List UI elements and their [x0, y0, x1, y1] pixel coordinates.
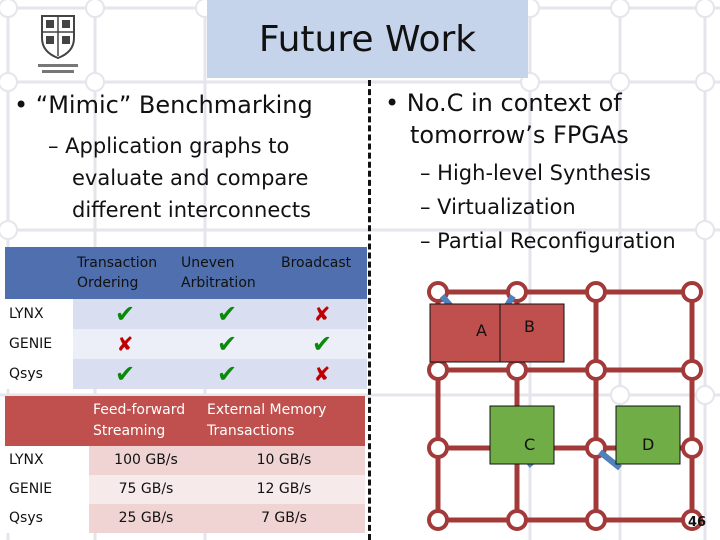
- mark-cell: ✔: [177, 299, 277, 329]
- header-transaction-ordering: Transaction Ordering: [73, 247, 177, 299]
- throughput-table: Feed-forward Streaming External Memory T…: [5, 396, 365, 533]
- mesh-routers: [427, 281, 703, 531]
- mark-cell: ✔: [177, 329, 277, 359]
- table-row: LYNX ✔ ✔ ✘: [5, 299, 367, 329]
- left-sub-line-2: evaluate and compare: [72, 166, 309, 190]
- check-icon: ✔: [216, 329, 238, 358]
- table-row: Qsys ✔ ✔ ✘: [5, 359, 367, 389]
- right-sub-item-3: – Partial Reconfiguration: [420, 229, 676, 253]
- node-c-label: C: [524, 435, 535, 454]
- node-a-label: A: [476, 321, 487, 340]
- table-row: Qsys 25 GB/s 7 GB/s: [5, 504, 365, 533]
- node-b-box: [499, 303, 565, 363]
- node-c-box: [489, 405, 555, 465]
- right-sub-item-1: – High-level Synthesis: [420, 161, 651, 185]
- streaming-value: 25 GB/s: [89, 504, 203, 533]
- mark-cell: ✘: [277, 299, 367, 329]
- mark-cell: ✔: [73, 299, 177, 329]
- node-d-label: D: [642, 435, 654, 454]
- right-bullet-line-2: tomorrow’s FPGAs: [410, 121, 629, 149]
- page-number: 46: [688, 515, 707, 530]
- node-d-box: [615, 405, 681, 465]
- table-row: GENIE ✘ ✔ ✔: [5, 329, 367, 359]
- check-icon: ✔: [114, 359, 136, 388]
- memory-value: 12 GB/s: [203, 475, 365, 504]
- row-label: GENIE: [5, 475, 89, 504]
- check-icon: ✔: [114, 299, 136, 328]
- header-external-memory-transactions: External Memory Transactions: [203, 396, 365, 446]
- features-table-header: Transaction Ordering Uneven Arbitration …: [5, 247, 367, 299]
- cross-icon: ✘: [313, 302, 331, 326]
- right-bullet-line-1: • No.C in context of: [385, 89, 622, 117]
- features-corner-cell: [5, 247, 73, 299]
- table-row: LYNX 100 GB/s 10 GB/s: [5, 446, 365, 475]
- left-sub-line-3: different interconnects: [72, 198, 311, 222]
- cross-icon: ✘: [313, 362, 331, 386]
- row-label: LYNX: [5, 446, 89, 475]
- mark-cell: ✘: [277, 359, 367, 389]
- row-label: Qsys: [5, 359, 73, 389]
- right-sub-item-2: – Virtualization: [420, 195, 576, 219]
- cross-icon: ✘: [116, 332, 134, 356]
- mark-cell: ✔: [73, 359, 177, 389]
- check-icon: ✔: [216, 299, 238, 328]
- node-b-label: B: [524, 317, 535, 336]
- memory-value: 10 GB/s: [203, 446, 365, 475]
- streaming-value: 100 GB/s: [89, 446, 203, 475]
- check-icon: ✔: [311, 329, 333, 358]
- mark-cell: ✘: [73, 329, 177, 359]
- left-sub-line-1: – Application graphs to: [48, 134, 290, 158]
- throughput-table-header: Feed-forward Streaming External Memory T…: [5, 396, 365, 446]
- header-feed-forward-streaming: Feed-forward Streaming: [89, 396, 203, 446]
- row-label: GENIE: [5, 329, 73, 359]
- university-crest-logo: [38, 15, 78, 73]
- memory-value: 7 GB/s: [203, 504, 365, 533]
- node-a-box: [429, 303, 507, 363]
- streaming-value: 75 GB/s: [89, 475, 203, 504]
- throughput-corner-cell: [5, 396, 89, 446]
- header-broadcast: Broadcast: [277, 247, 367, 299]
- column-divider: [368, 80, 371, 540]
- header-uneven-arbitration: Uneven Arbitration: [177, 247, 277, 299]
- slide-title: Future Work: [207, 0, 528, 78]
- noc-mesh-diagram: A B C D: [427, 281, 703, 531]
- row-label: LYNX: [5, 299, 73, 329]
- check-icon: ✔: [216, 359, 238, 388]
- row-label: Qsys: [5, 504, 89, 533]
- features-table: Transaction Ordering Uneven Arbitration …: [5, 247, 367, 389]
- left-bullet: • “Mimic” Benchmarking: [14, 91, 313, 119]
- mark-cell: ✔: [277, 329, 367, 359]
- mark-cell: ✔: [177, 359, 277, 389]
- table-row: GENIE 75 GB/s 12 GB/s: [5, 475, 365, 504]
